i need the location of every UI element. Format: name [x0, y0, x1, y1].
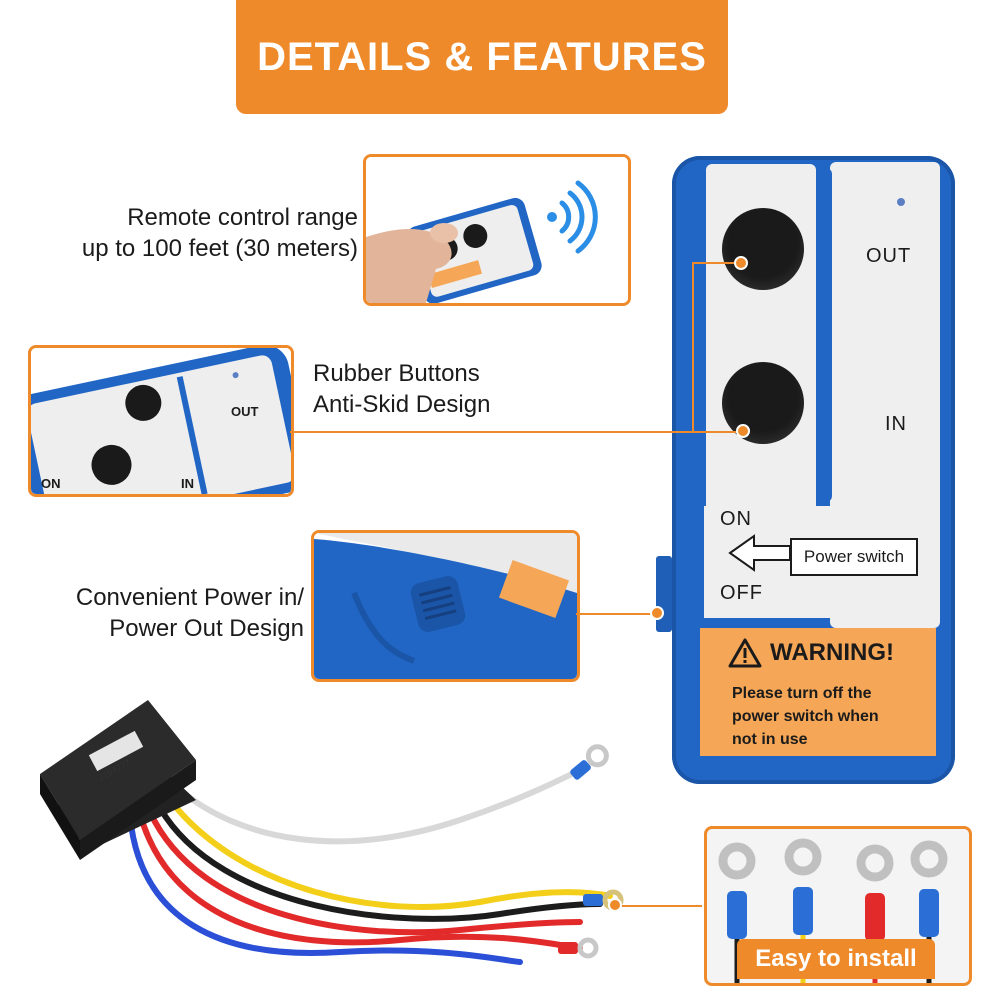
buttons-line2: Anti-Skid Design — [313, 391, 491, 418]
warning-title: WARNING! — [770, 639, 894, 666]
rubber-buttons-illustration: OUT ON IN — [31, 348, 291, 494]
title-banner: DETAILS & FEATURES — [236, 0, 728, 114]
on-label: ON — [720, 508, 752, 530]
connector-dot-in — [736, 424, 750, 438]
buttons-inset-image: OUT ON IN — [28, 345, 294, 497]
connector-range-h — [692, 262, 740, 264]
power-switch-illustration — [314, 533, 577, 679]
inset-in-label: IN — [181, 476, 194, 491]
connector-dot-out — [734, 256, 748, 270]
buttons-line1: Rubber Buttons — [313, 360, 480, 387]
buttons-feature-text: Rubber Buttons Anti-Skid Design — [313, 358, 573, 420]
install-label: Easy to install — [755, 945, 917, 972]
remote-divider — [820, 168, 832, 502]
power-feature-text: Convenient Power in/ Power Out Design — [14, 582, 304, 644]
in-label: IN — [885, 413, 907, 435]
in-button[interactable] — [722, 362, 804, 444]
power-switch-label: Power switch — [790, 538, 918, 576]
connector-power — [576, 613, 658, 615]
inset-on-label: ON — [41, 476, 61, 491]
range-feature-text: Remote control range up to 100 feet (30 … — [68, 202, 358, 264]
off-label: OFF — [720, 582, 763, 604]
power-inset-image — [311, 530, 580, 682]
connector-install — [612, 905, 702, 907]
connector-buttons — [290, 431, 742, 433]
install-label-box: Easy to install — [737, 939, 935, 979]
warning-line2: power switch when — [732, 708, 879, 725]
power-line2: Power Out Design — [109, 615, 304, 642]
hand-remote-illustration — [366, 157, 628, 303]
indicator-led — [897, 198, 905, 206]
range-inset-image — [363, 154, 631, 306]
inset-out-label: OUT — [231, 404, 259, 419]
receiver-with-wires: 2104777 — [40, 700, 624, 965]
power-line1: Convenient Power in/ — [75, 584, 304, 611]
warning-label: WARNING! Please turn off the power switc… — [700, 628, 936, 756]
page-title: DETAILS & FEATURES — [257, 34, 707, 79]
wifi-signal-icon — [547, 180, 598, 254]
range-line2: up to 100 feet (30 meters) — [81, 235, 358, 262]
warning-line1: Please turn off the — [732, 685, 872, 702]
connector-dot-power — [650, 606, 664, 620]
warning-triangle-icon — [728, 638, 762, 668]
range-line1: Remote control range — [127, 204, 358, 231]
arrow-left-icon — [728, 534, 791, 572]
out-label: OUT — [866, 245, 912, 267]
connector-range-v — [692, 262, 694, 432]
warning-line3: not in use — [732, 731, 808, 748]
side-power-switch[interactable] — [656, 556, 672, 632]
connector-dot-install — [608, 898, 622, 912]
install-inset-image: Easy to install — [704, 826, 972, 986]
out-button[interactable] — [722, 208, 804, 290]
